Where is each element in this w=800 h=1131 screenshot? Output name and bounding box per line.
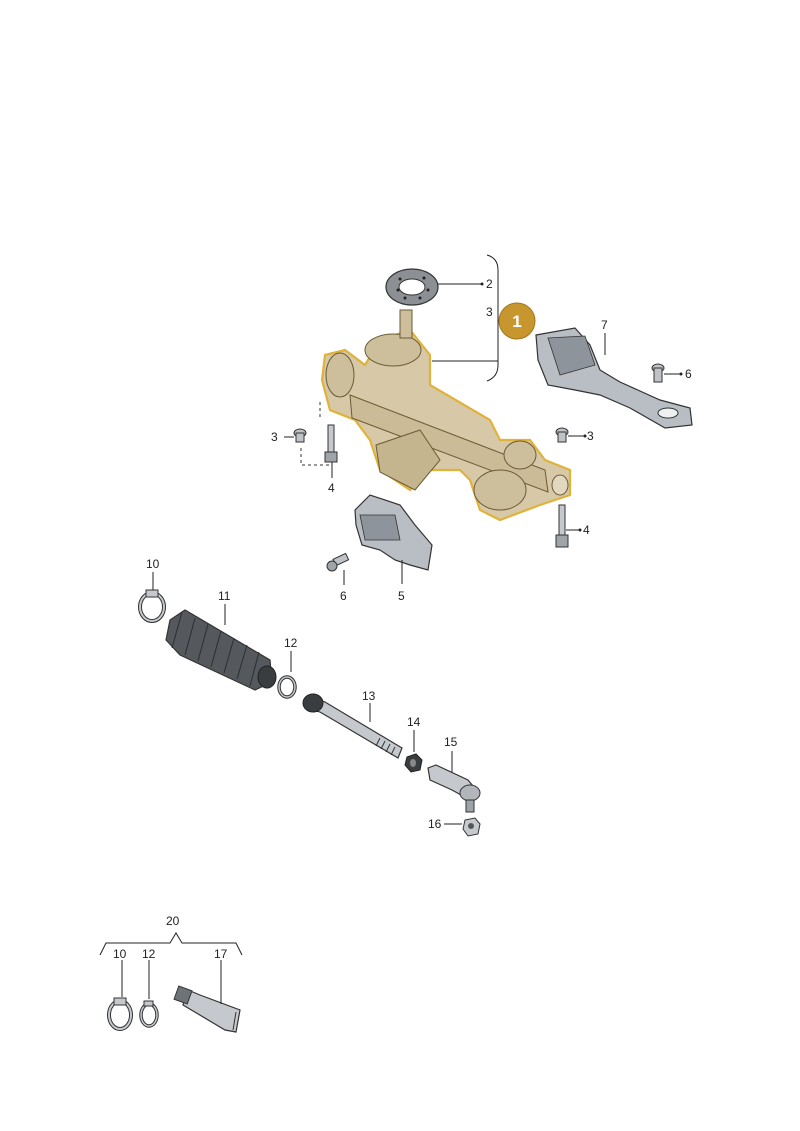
part-7-heat-shield[interactable] (535, 327, 693, 429)
callout-5: 5 (398, 589, 405, 603)
callout-3-bracket: 3 (486, 305, 493, 319)
callout-12-kit: 12 (142, 947, 156, 961)
part-1-badge[interactable]: 1 (498, 302, 536, 340)
kit-part-10-clamp[interactable] (107, 997, 133, 1031)
part-2-seal-ring[interactable] (385, 268, 439, 306)
callout-6-right: 6 (685, 367, 692, 381)
part-16-lock-nut[interactable] (462, 817, 481, 837)
part-4-bolt-right[interactable] (555, 504, 569, 548)
callout-11: 11 (218, 589, 231, 603)
callout-16: 16 (428, 817, 442, 831)
part-6-screw-lower[interactable] (326, 552, 350, 572)
kit-part-17-grease-tube[interactable] (173, 985, 241, 1033)
callout-3-right: 3 (587, 429, 594, 443)
part-13-tie-rod[interactable] (302, 693, 403, 759)
part-10-clamp[interactable] (138, 589, 166, 623)
part-6-screw-right[interactable] (651, 363, 665, 383)
callout-3-left: 3 (271, 430, 278, 444)
part-11-bellows-boot[interactable] (165, 609, 277, 691)
part-5-bracket[interactable] (354, 494, 433, 571)
kit-part-12-clamp[interactable] (139, 1000, 159, 1028)
part-15-tie-rod-end[interactable] (427, 764, 481, 813)
part-3-screw-left[interactable] (293, 428, 307, 443)
callout-17-kit: 17 (214, 947, 228, 961)
callout-4-right: 4 (583, 523, 590, 537)
part-3-screw-right[interactable] (555, 427, 569, 443)
callout-20: 20 (166, 914, 180, 928)
callout-13: 13 (362, 689, 376, 703)
callout-15: 15 (444, 735, 458, 749)
callout-2: 2 (486, 277, 493, 291)
badge-label: 1 (512, 312, 521, 331)
part-1-steering-gear[interactable] (320, 309, 572, 522)
callout-10: 10 (146, 557, 160, 571)
callout-7: 7 (601, 318, 608, 332)
callout-12: 12 (284, 636, 298, 650)
callout-14: 14 (407, 715, 421, 729)
callout-10-kit: 10 (113, 947, 127, 961)
part-4-bolt-left[interactable] (324, 424, 338, 463)
callout-6-lower: 6 (340, 589, 347, 603)
bracket-2-3 (432, 254, 499, 382)
callout-4-left: 4 (328, 481, 335, 495)
bracket-20 (99, 932, 243, 956)
part-14-nut[interactable] (404, 753, 423, 773)
part-12-small-clamp[interactable] (277, 675, 297, 699)
